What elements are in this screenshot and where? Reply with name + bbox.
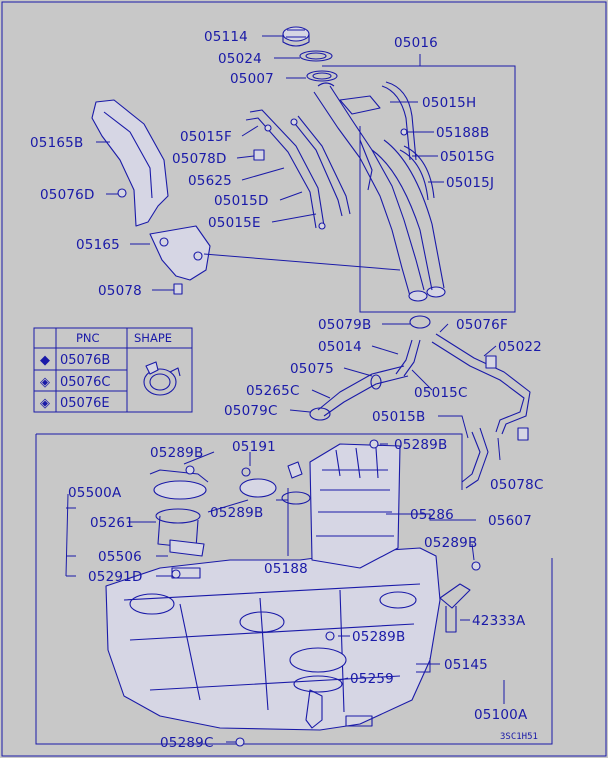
callout-05191: 05191 (232, 439, 276, 455)
callout-05014: 05014 (318, 339, 362, 355)
heat-protector-05607-part (309, 443, 401, 569)
legend-row-3-symbol: ◈ (40, 396, 50, 411)
hose-05015B-part (461, 427, 489, 489)
callout-05259: 05259 (350, 671, 394, 687)
callout-05188: 05188 (264, 561, 308, 577)
callout-05289B-side: 05289B (424, 535, 477, 551)
callout-05261: 05261 (90, 515, 134, 531)
callout-05015E: 05015E (208, 215, 261, 231)
legend-header-pnc: PNC (76, 331, 100, 345)
callout-05015J: 05015J (446, 175, 494, 191)
callout-05289B-mid: 05289B (210, 505, 263, 521)
tank-group-frame (35, 433, 553, 745)
callout-05078C: 05078C (490, 477, 544, 493)
callout-05500A: 05500A (68, 485, 122, 501)
callout-05024: 05024 (218, 51, 262, 67)
screw-05291D-part (171, 569, 181, 579)
callout-05078: 05078 (98, 283, 142, 299)
drawing-code: 3SC1H51 (500, 732, 538, 742)
clip-05078D-part (253, 149, 265, 161)
callout-05165B: 05165B (30, 135, 83, 151)
callout-05079C: 05079C (224, 403, 278, 419)
clamp-05079C-part (309, 407, 331, 421)
callout-05289B-low: 05289B (352, 629, 405, 645)
callout-05286: 05286 (410, 507, 454, 523)
legend-row-1-symbol: ◆ (40, 353, 50, 368)
hose-clamp-shape-icon (143, 361, 181, 396)
callout-05015B: 05015B (372, 409, 425, 425)
pipe-05075-part (317, 365, 409, 417)
callout-05265C: 05265C (246, 383, 300, 399)
callout-05078D: 05078D (172, 151, 227, 167)
callout-05289B-right: 05289B (394, 437, 447, 453)
callout-05289C: 05289C (160, 735, 214, 751)
callout-05291D: 05291D (88, 569, 143, 585)
clip-05076F-part (485, 355, 497, 369)
callout-05015G: 05015G (440, 149, 495, 165)
screw-05289B-parts (185, 439, 481, 641)
bracket-05016 (322, 54, 516, 313)
clamp-05079B-part (409, 315, 431, 329)
callout-05188B: 05188B (436, 125, 489, 141)
callout-05022: 05022 (498, 339, 542, 355)
callout-05289B-top: 05289B (150, 445, 203, 461)
fuel-cap-part (282, 26, 310, 47)
callout-05114: 05114 (204, 29, 248, 45)
callout-05625: 05625 (188, 173, 232, 189)
protector-05165B-part (91, 99, 169, 227)
callout-05506: 05506 (98, 549, 142, 565)
bracket-05165-part (149, 225, 211, 281)
callout-05015D: 05015D (214, 193, 269, 209)
fuel-pump-module-part (149, 469, 209, 579)
legend-row-1-pnc: 05076B (60, 353, 110, 368)
leader-lines (65, 35, 505, 743)
callout-05016: 05016 (394, 35, 438, 51)
clip-05078C-part (517, 427, 529, 441)
callout-05076D: 05076D (40, 187, 95, 203)
gasket-05007-part (306, 70, 338, 82)
legend-row-2-pnc: 05076C (60, 375, 110, 390)
gasket-05024-part (299, 50, 333, 62)
breather-hoses-part (381, 81, 435, 201)
callout-42333A: 42333A (472, 613, 526, 629)
vent-pipe-assembly-part (245, 109, 351, 230)
hose-05022-part (431, 333, 531, 435)
callout-05079B: 05079B (318, 317, 371, 333)
sender-cover-05191-part (239, 467, 277, 498)
callout-05607: 05607 (488, 513, 532, 529)
gauge-unit-42333A-part (439, 583, 471, 633)
callout-05076F: 05076F (456, 317, 508, 333)
bolt-05076D-part (117, 188, 127, 198)
bolt-05078-part (173, 283, 183, 295)
gauge-unit-05188-part (281, 461, 311, 505)
callout-labels: 05114 05024 05007 05016 05015H 05188B 05… (30, 29, 544, 751)
legend-row-2-symbol: ◈ (40, 375, 50, 390)
legend-table: PNC SHAPE ◆ 05076B ◈ 05076C ◈ 05076E (33, 327, 193, 413)
callout-05075: 05075 (290, 361, 334, 377)
callout-05015F: 05015F (180, 129, 232, 145)
legend-row-3-pnc: 05076E (60, 396, 110, 411)
callout-05100A: 05100A (474, 707, 528, 723)
screw-05289C-part (235, 737, 245, 747)
filler-neck-pipe-part (313, 82, 446, 302)
callout-05165: 05165 (76, 237, 120, 253)
sender-unit-05145-part (289, 647, 347, 693)
callout-05145: 05145 (444, 657, 488, 673)
callout-05015C: 05015C (414, 385, 468, 401)
callout-05015H: 05015H (422, 95, 476, 111)
hose-05014-part (395, 339, 421, 377)
legend-header-shape: SHAPE (134, 331, 172, 345)
callout-05007: 05007 (230, 71, 274, 87)
